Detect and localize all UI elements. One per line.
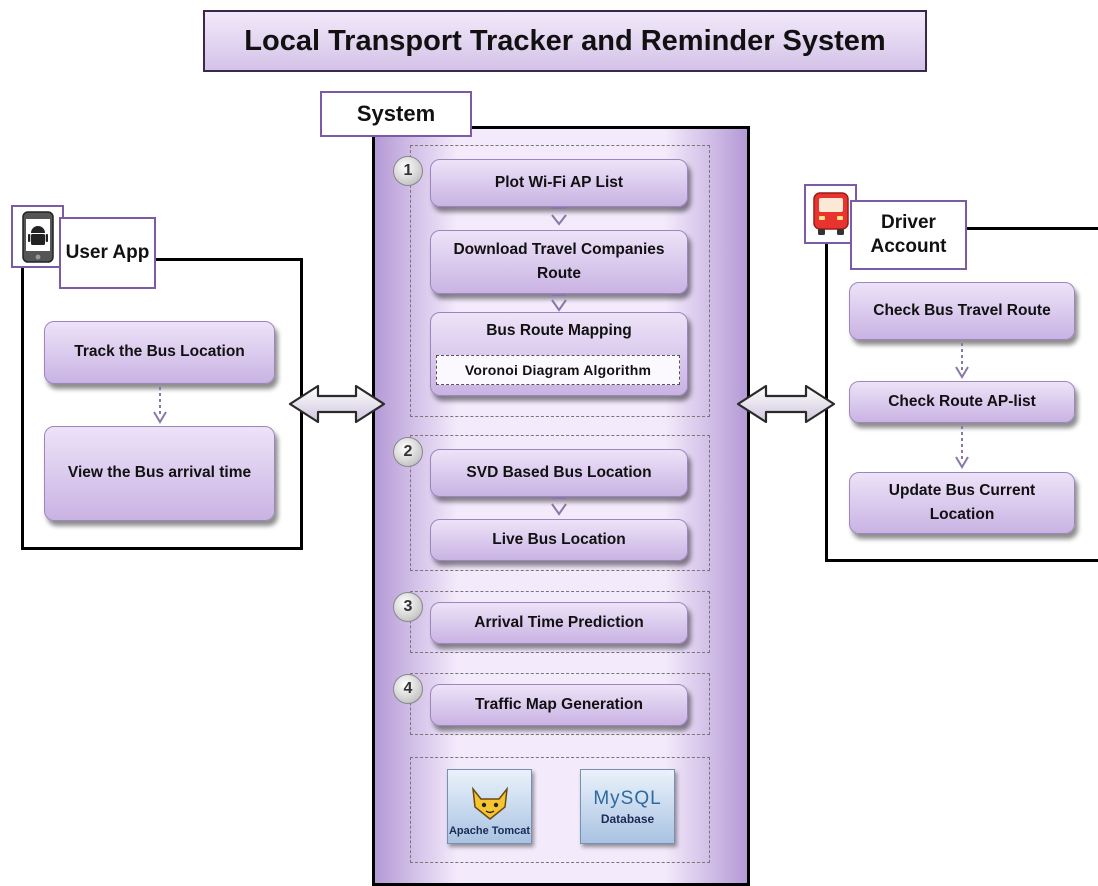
group-2	[410, 435, 710, 571]
group-3	[410, 591, 710, 653]
check-bus-travel-route-box: Check Bus Travel Route	[849, 282, 1075, 340]
android-phone-icon	[21, 210, 54, 263]
system-driver-double-arrow	[736, 384, 836, 424]
bus-icon	[812, 192, 849, 235]
mysql-caption: Database	[600, 811, 655, 826]
user-app-icon-box	[11, 205, 64, 268]
step-number-1: 1	[393, 156, 423, 186]
view-arrival-time-box: View the Bus arrival time	[44, 426, 275, 521]
mysql-wordmark: MySQL	[593, 787, 662, 809]
driver-icon-box	[804, 184, 857, 244]
track-bus-location-box: Track the Bus Location	[44, 321, 275, 384]
plot-wifi-ap-list-box: Plot Wi-Fi AP List	[430, 159, 688, 207]
bus-route-mapping-label: Bus Route Mapping	[486, 322, 632, 339]
diagram-title: Local Transport Tracker and Reminder Sys…	[203, 10, 927, 72]
apache-tomcat-caption: Apache Tomcat	[448, 825, 531, 837]
user-app-label: User App	[59, 217, 156, 289]
live-bus-location-box: Live Bus Location	[430, 519, 688, 561]
traffic-map-generation-box: Traffic Map Generation	[430, 684, 688, 726]
tomcat-cat-icon	[471, 786, 508, 820]
svd-bus-location-box: SVD Based Bus Location	[430, 449, 688, 497]
voronoi-algorithm-box: Voronoi Diagram Algorithm	[436, 355, 680, 385]
system-label: System	[320, 91, 472, 137]
server-logos-group	[410, 757, 710, 863]
step-number-2: 2	[393, 437, 423, 467]
step-number-3: 3	[393, 592, 423, 622]
arrival-time-prediction-box: Arrival Time Prediction	[430, 602, 688, 644]
download-routes-box: Download Travel Companies Route	[430, 230, 688, 294]
update-bus-location-box: Update Bus Current Location	[849, 472, 1075, 534]
mysql-database-logo: MySQL Database	[580, 769, 675, 844]
step-number-4: 4	[393, 674, 423, 704]
user-system-double-arrow	[288, 384, 386, 424]
driver-account-label: Driver Account	[850, 200, 967, 270]
apache-tomcat-logo: Apache Tomcat	[447, 769, 532, 844]
group-4	[410, 673, 710, 735]
group-1	[410, 145, 710, 417]
check-route-ap-list-box: Check Route AP-list	[849, 381, 1075, 423]
